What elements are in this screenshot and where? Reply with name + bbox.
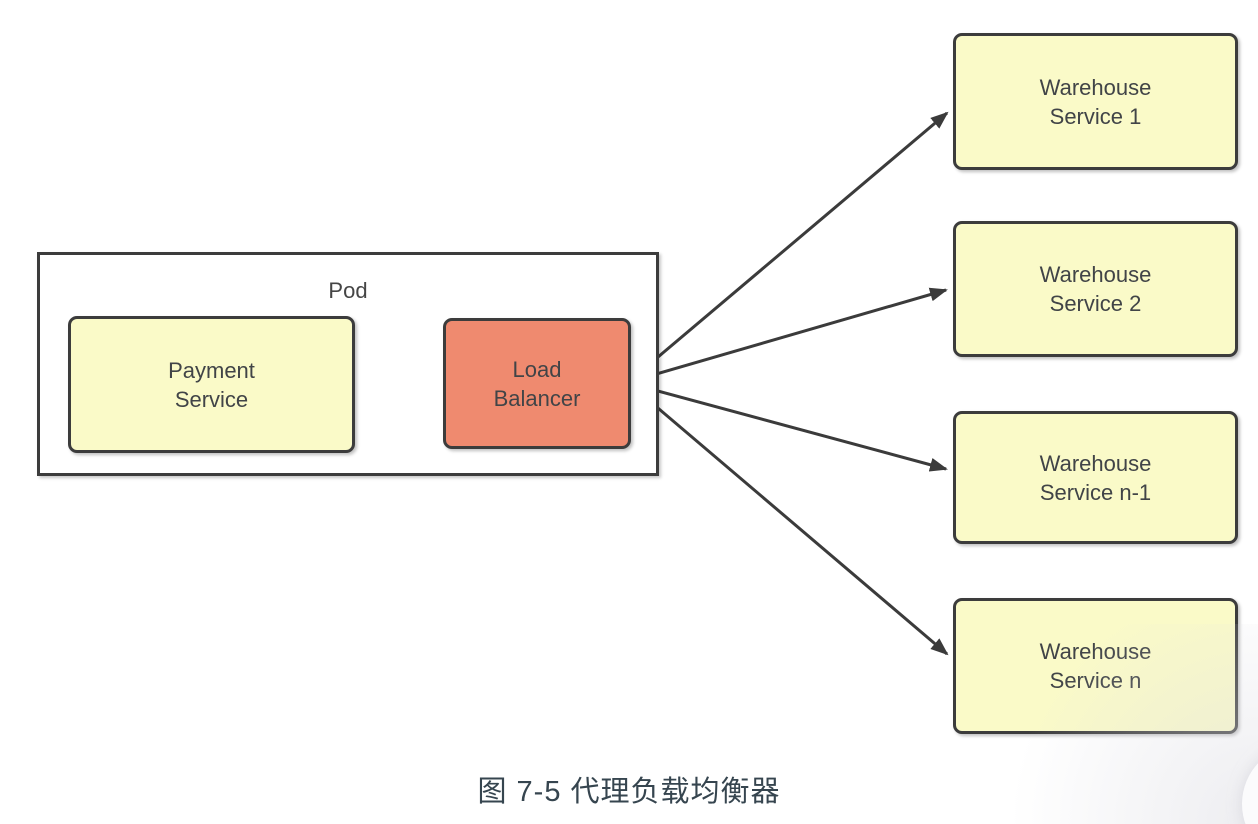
load-balancer-node: Load Balancer — [443, 318, 631, 449]
warehouse-service-n-label-line2: Service n — [1049, 668, 1142, 693]
warehouse-service-2-label-line2: Service 2 — [1049, 291, 1142, 316]
payment-service-label-line1: Payment — [168, 357, 255, 383]
load-balancer-label-line2: Balancer — [493, 385, 581, 411]
corner-circle-decoration — [1242, 744, 1258, 824]
pod-label: Pod — [328, 278, 368, 303]
warehouse-service-n-label-line1: Warehouse — [1039, 639, 1152, 664]
arrow-lb-to-warehouse-n — [631, 384, 949, 656]
warehouse-service-1-node: Warehouse Service 1 — [953, 33, 1238, 170]
warehouse-service-n1-node: Warehouse Service n-1 — [953, 411, 1238, 544]
warehouse-service-1-label-line1: Warehouse — [1039, 74, 1152, 100]
figure-caption: 图 7-5 代理负载均衡器 — [477, 776, 781, 808]
warehouse-service-2-label-line1: Warehouse — [1039, 262, 1152, 287]
warehouse-service-n1-label-line1: Warehouse — [1039, 450, 1152, 476]
arrow-lb-to-warehouse-2 — [631, 287, 948, 383]
load-balancer-label-line1: Load — [512, 356, 562, 382]
payment-service-node: Payment Service — [68, 316, 355, 453]
arrow-lb-to-warehouse-1 — [631, 111, 949, 381]
warehouse-service-2-node: Warehouse Service 2 — [953, 221, 1238, 357]
warehouse-service-n-node: Warehouse Service n — [953, 598, 1238, 734]
warehouse-service-n1-label-line2: Service n-1 — [1039, 479, 1152, 505]
warehouse-service-1-label-line2: Service 1 — [1049, 103, 1142, 129]
arrow-lb-to-warehouse-n1 — [631, 382, 948, 472]
payment-service-label-line2: Service — [174, 386, 249, 412]
